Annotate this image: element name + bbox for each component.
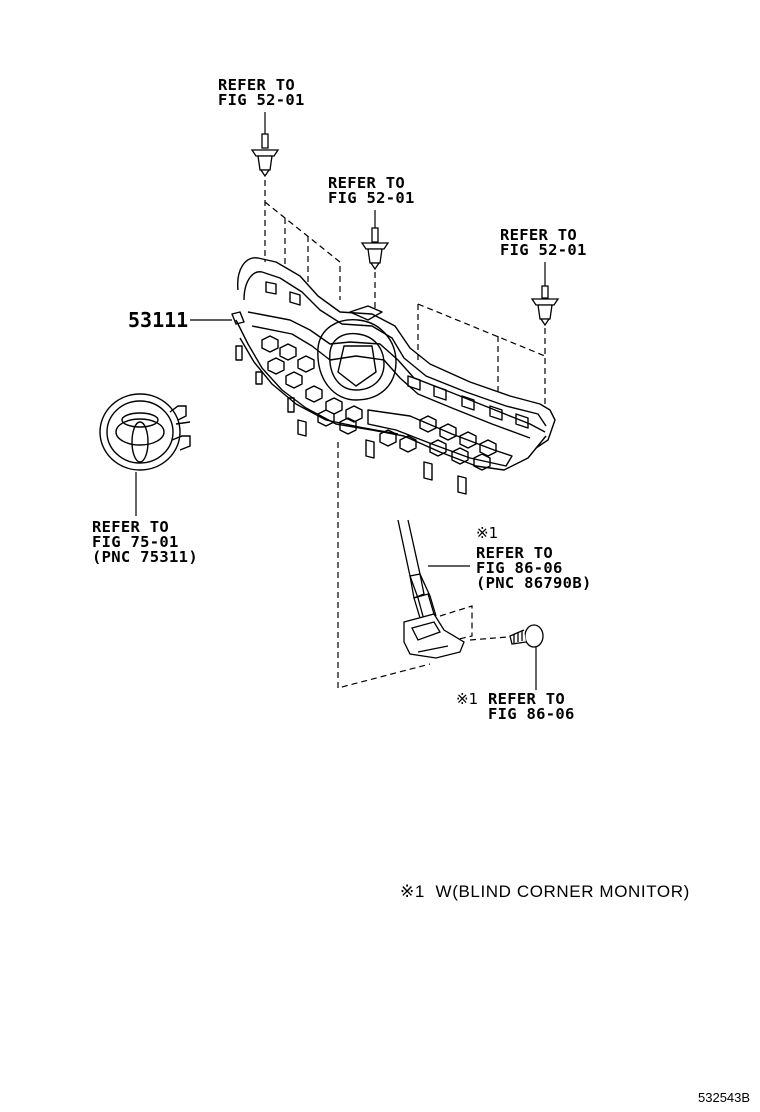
clip-icon <box>530 285 560 327</box>
sensor-line1: REFER TO <box>476 544 554 562</box>
clip-top-line2: FIG 52-01 <box>218 91 305 109</box>
screw-note-mark: ※1 <box>456 690 479 708</box>
figure-id: 532543B <box>698 1090 751 1105</box>
screw-line1: REFER TO <box>488 690 566 708</box>
emblem-line3: (PNC 75311) <box>92 548 198 566</box>
clip-icon <box>250 133 280 178</box>
clip-mid-line2: FIG 52-01 <box>328 189 415 207</box>
toyota-emblem-icon <box>99 393 191 471</box>
leader-lines <box>135 112 546 690</box>
screw-icon <box>509 624 544 648</box>
radiator-grille-illustration <box>231 257 556 495</box>
sensor-line2: FIG 86-06 <box>476 559 563 577</box>
clip-mid-line1: REFER TO <box>328 174 406 192</box>
sensor-line3: (PNC 86790B) <box>476 574 592 592</box>
emblem-line2: FIG 75-01 <box>92 533 179 551</box>
clip-icon <box>360 227 390 271</box>
clip-top-line1: REFER TO <box>218 76 296 94</box>
clip-right-line2: FIG 52-01 <box>500 241 587 259</box>
footnote-text: ※1 W(BLIND CORNER MONITOR) <box>400 882 690 901</box>
emblem-line1: REFER TO <box>92 518 170 536</box>
sensor-assembly-illustration <box>397 519 465 659</box>
clip-right-line1: REFER TO <box>500 226 578 244</box>
screw-line2: FIG 86-06 <box>488 705 575 723</box>
part-number-label: 53111 <box>128 308 189 332</box>
sensor-note-mark: ※1 <box>476 524 499 542</box>
